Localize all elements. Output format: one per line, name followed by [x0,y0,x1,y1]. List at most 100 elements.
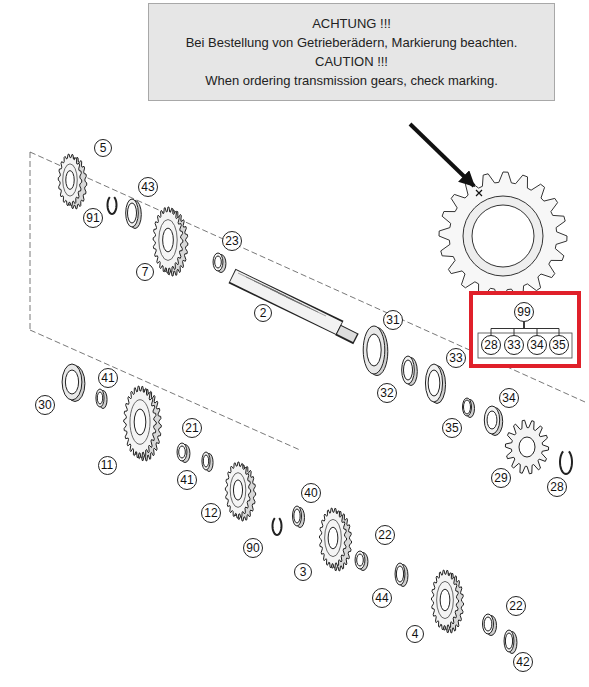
ball-bearing-part [62,364,85,402]
ball-bearing-part [363,326,388,376]
callout-text: 29 [494,472,507,484]
callout-number: 41 [98,368,118,388]
callout-text: 2 [260,307,267,319]
callout-text: 22 [378,529,391,541]
callout-text: 41 [180,474,193,486]
washer-part [293,506,305,528]
callout-number: 34 [527,335,547,355]
gear-part [124,386,161,461]
callout-number: 91 [83,208,103,228]
callout-text: 42 [516,656,529,668]
bracket-line [524,322,559,335]
bracket-line [514,322,524,335]
callout-number: 42 [513,652,533,672]
callout-number: 21 [182,418,202,438]
callout-text: 34 [502,392,515,404]
washer-part [504,630,517,654]
callout-text: 5 [100,142,107,154]
note-text: When ordering transmission gears, check … [157,71,546,90]
kit-frame [471,293,579,366]
callout-number: 22 [506,596,526,616]
washer-part [402,356,418,386]
callout-number: 2 [254,304,272,322]
callout-number: 23 [222,231,242,251]
callout-text: 32 [380,387,393,399]
callout-number: 40 [301,483,321,503]
callout-number: 5 [94,139,112,157]
callout-text: 91 [86,212,99,224]
callout-text: 11 [101,459,113,471]
callout-text: 7 [142,266,149,278]
callout-text: 31 [386,314,399,326]
callout-number: 35 [549,335,569,355]
bushing-part [213,253,226,273]
callout-number: 28 [481,335,501,355]
callout-text: 33 [449,352,462,364]
callout-number: 7 [136,263,154,281]
callout-number: 41 [177,470,197,490]
callout-number: 44 [372,588,392,608]
callout-number: 99 [514,302,534,322]
callout-number: 34 [499,388,519,408]
callout-text: 40 [304,487,317,499]
pointer-arrow [410,124,474,186]
callout-text: 28 [484,339,497,351]
callout-number: 90 [243,538,263,558]
needle-bearing-part [177,443,190,463]
callout-number: 28 [547,477,567,497]
gear-part [153,207,188,276]
callout-number: 32 [377,383,397,403]
callout-text: 3 [300,566,307,578]
callout-text: 44 [375,592,388,604]
callout-text: 33 [507,339,520,351]
washer-part [96,389,107,409]
sprocket-part [505,420,548,474]
callout-text: 35 [445,422,458,434]
bushing-part [484,406,502,436]
note-text: ACHTUNG !!! [157,14,546,33]
gear-part [225,462,255,521]
callout-number: 11 [98,456,117,475]
callout-text: 23 [225,235,238,247]
note-text: CAUTION !!! [157,52,546,71]
callout-number: 3 [294,563,312,581]
bracket-line [491,322,524,335]
circlip-part [560,451,572,474]
callout-text: 34 [530,339,543,351]
caution-note: ACHTUNG !!!Bei Bestellung von Getrieberä… [148,3,555,101]
callout-number: 22 [375,525,395,545]
reference-gear [439,172,567,300]
gear-part [432,570,464,633]
note-text: Bei Bestellung von Getrieberädern, Marki… [157,33,546,52]
callout-text: 41 [101,372,114,384]
needle-bearing-part [355,551,368,571]
circlip-part [273,518,282,535]
callout-number: 33 [504,335,524,355]
callout-number: 12 [201,503,221,523]
callout-text: 35 [552,339,565,351]
gear-part [320,508,352,571]
callout-text: 30 [38,399,51,411]
washer-part [202,452,213,472]
callout-text: 28 [550,481,563,493]
callout-text: 43 [141,181,154,193]
callout-number: 30 [35,395,55,415]
washer-part [395,563,408,587]
gear-part [58,154,86,209]
callout-number: 4 [406,625,424,643]
callout-text: 99 [517,306,530,318]
callout-text: 12 [204,507,217,519]
callout-text: 22 [509,600,522,612]
washer-part [126,199,142,229]
assembly-outline [30,152,585,450]
o-ring-part [463,398,475,418]
callout-text: 90 [246,542,259,554]
callout-text: 4 [412,628,419,640]
needle-bearing-part [483,614,497,636]
callout-text: 21 [185,422,198,434]
washer-part [425,364,445,404]
callout-number: 35 [442,418,462,438]
shaft-part [232,273,356,339]
callout-number: 31 [383,310,403,330]
circlip-part [108,197,117,214]
